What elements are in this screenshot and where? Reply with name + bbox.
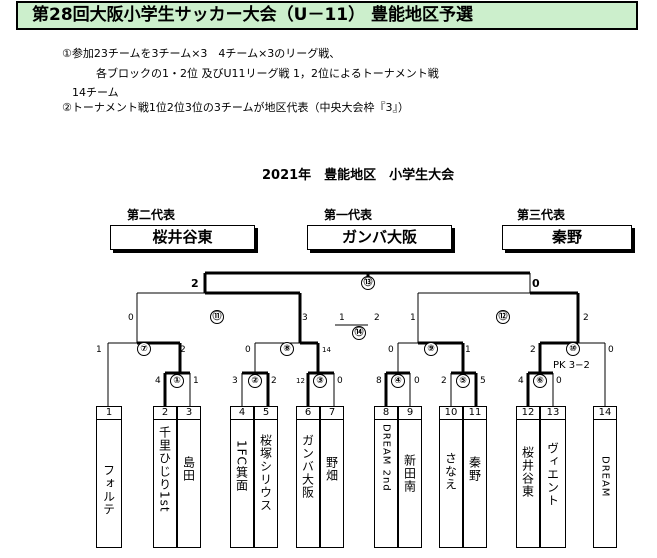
third-rep-team: 秦野: [502, 225, 632, 250]
third-rep-label: 第三代表: [517, 208, 566, 222]
team-cell: 5 桜塚シリウス: [254, 406, 278, 548]
r1-score-a: 4: [155, 376, 161, 386]
team-name: 野畑: [324, 456, 339, 482]
team-name: 桜井谷東: [520, 446, 535, 498]
match-13-marker: ⑬: [361, 276, 375, 290]
team-cell: 12 桜井谷東: [516, 406, 540, 548]
third-place-score-a: 1: [339, 313, 345, 323]
match-6-marker: ⑥: [533, 374, 547, 388]
team-number: 1: [97, 407, 121, 420]
team-cell: 6 ガンバ大阪: [296, 406, 320, 548]
sf-right-score-a: 1: [410, 313, 416, 323]
team-number: 10: [440, 407, 462, 420]
r6-score-b: 0: [556, 376, 562, 386]
match-9-marker: ⑨: [424, 342, 438, 356]
bracket-heading: 2021年 豊能地区 小学生大会: [262, 168, 455, 183]
first-rep-label: 第一代表: [324, 208, 373, 222]
team-cell: 13 ヴィエント: [540, 406, 566, 548]
match-14-marker: ⑭: [352, 326, 366, 340]
team-name: DREAM: [599, 456, 611, 498]
qf10-score-a: 2: [530, 345, 536, 355]
note-line-4: ②トーナメント戦1位2位3位の3チームが地区代表（中央大会枠『3』）: [62, 101, 410, 114]
team-cell: 2 千里ひじり1st: [153, 406, 177, 548]
qf7-score-b: 2: [180, 345, 186, 355]
team-name: 島田: [181, 456, 196, 482]
team-cell: 4 1FC箕面: [230, 406, 254, 548]
sf-left-score-b: 3: [302, 313, 308, 323]
sf-left-score-a: 0: [128, 313, 134, 323]
team-number: 2: [154, 407, 176, 420]
team-name: 千里ひじり1st: [157, 426, 172, 513]
r2-score-b: 2: [271, 376, 277, 386]
team-number: 4: [231, 407, 253, 420]
team-cell: 9 新田南: [398, 406, 422, 548]
second-rep-team: 桜井谷東: [110, 225, 255, 250]
r5-score-b: 5: [480, 376, 486, 386]
team-cell: 11 秦野: [463, 406, 487, 548]
qf9-score-b: 1: [465, 345, 471, 355]
first-rep-team: ガンバ大阪: [307, 225, 452, 250]
pk-note: PK 3−2: [553, 360, 590, 371]
qf10-score-b: 0: [608, 345, 614, 355]
note-line-3: 14チーム: [72, 86, 119, 99]
qf7-score-a: 1: [96, 345, 102, 355]
match-2-marker: ②: [248, 374, 262, 388]
match-5-marker: ⑤: [456, 374, 470, 388]
match-7-marker: ⑦: [137, 342, 151, 356]
team-number: 5: [255, 407, 277, 420]
note-line-2: 各ブロックの1・2位 及びU11リーグ戦 1，2位によるトーナメント戦: [96, 67, 439, 80]
match-3-marker: ③: [313, 374, 327, 388]
team-number: 11: [464, 407, 486, 420]
team-name: ガンバ大阪: [300, 434, 315, 499]
team-name: 1FC箕面: [234, 440, 249, 492]
team-number: 3: [178, 407, 200, 420]
match-11-marker: ⑪: [210, 310, 224, 324]
match-10-marker: ⑩: [566, 342, 580, 356]
match-4-marker: ④: [391, 374, 405, 388]
qf9-score-a: 0: [388, 345, 394, 355]
third-place-score-b: 2: [374, 313, 380, 323]
note-line-1: ①参加23チームを3チーム×3 4チーム×3のリーグ戦、: [62, 47, 341, 60]
r5-score-a: 2: [441, 376, 447, 386]
team-number: 7: [321, 407, 343, 420]
match-8-marker: ⑧: [280, 342, 294, 356]
r3-score-b: 0: [337, 376, 343, 386]
final-score-left: 2: [191, 277, 199, 290]
team-number: 6: [297, 407, 319, 420]
r2-score-a: 3: [232, 376, 238, 386]
team-name: 秦野: [467, 456, 482, 482]
team-number: 14: [594, 407, 616, 420]
r4-score-b: 0: [414, 376, 420, 386]
r6-score-a: 4: [518, 376, 524, 386]
final-score-right: 0: [532, 277, 540, 290]
team-cell: 14 DREAM: [593, 406, 617, 548]
team-cell: 3 島田: [177, 406, 201, 548]
team-cell: 8 DREAM 2nd: [374, 406, 398, 548]
second-rep-label: 第二代表: [127, 208, 176, 222]
team-cell: 1 フォルテ: [96, 406, 122, 548]
r1-score-b: 1: [193, 376, 199, 386]
team-name: 新田南: [402, 454, 417, 493]
qf8-score-b: 14: [322, 346, 331, 354]
team-number: 9: [399, 407, 421, 420]
r4-score-a: 8: [376, 376, 382, 386]
team-cell: 7 野畑: [320, 406, 344, 548]
r3-score-a: 12: [296, 377, 305, 385]
page-title: 第28回大阪小学生サッカー大会（U－11） 豊能地区予選: [16, 1, 638, 30]
team-cell: 10 さなえ: [439, 406, 463, 548]
qf8-score-a: 0: [245, 345, 251, 355]
team-number: 8: [375, 407, 397, 420]
team-name: 桜塚シリウス: [258, 434, 273, 512]
team-number: 13: [541, 407, 565, 420]
team-name: ヴィエント: [545, 442, 560, 507]
team-number: 12: [517, 407, 539, 420]
team-name: さなえ: [443, 452, 458, 491]
sf-right-score-b: 2: [583, 313, 589, 323]
match-1-marker: ①: [170, 374, 184, 388]
match-12-marker: ⑫: [496, 310, 510, 324]
team-name: DREAM 2nd: [380, 424, 392, 492]
team-name: フォルテ: [101, 464, 116, 516]
